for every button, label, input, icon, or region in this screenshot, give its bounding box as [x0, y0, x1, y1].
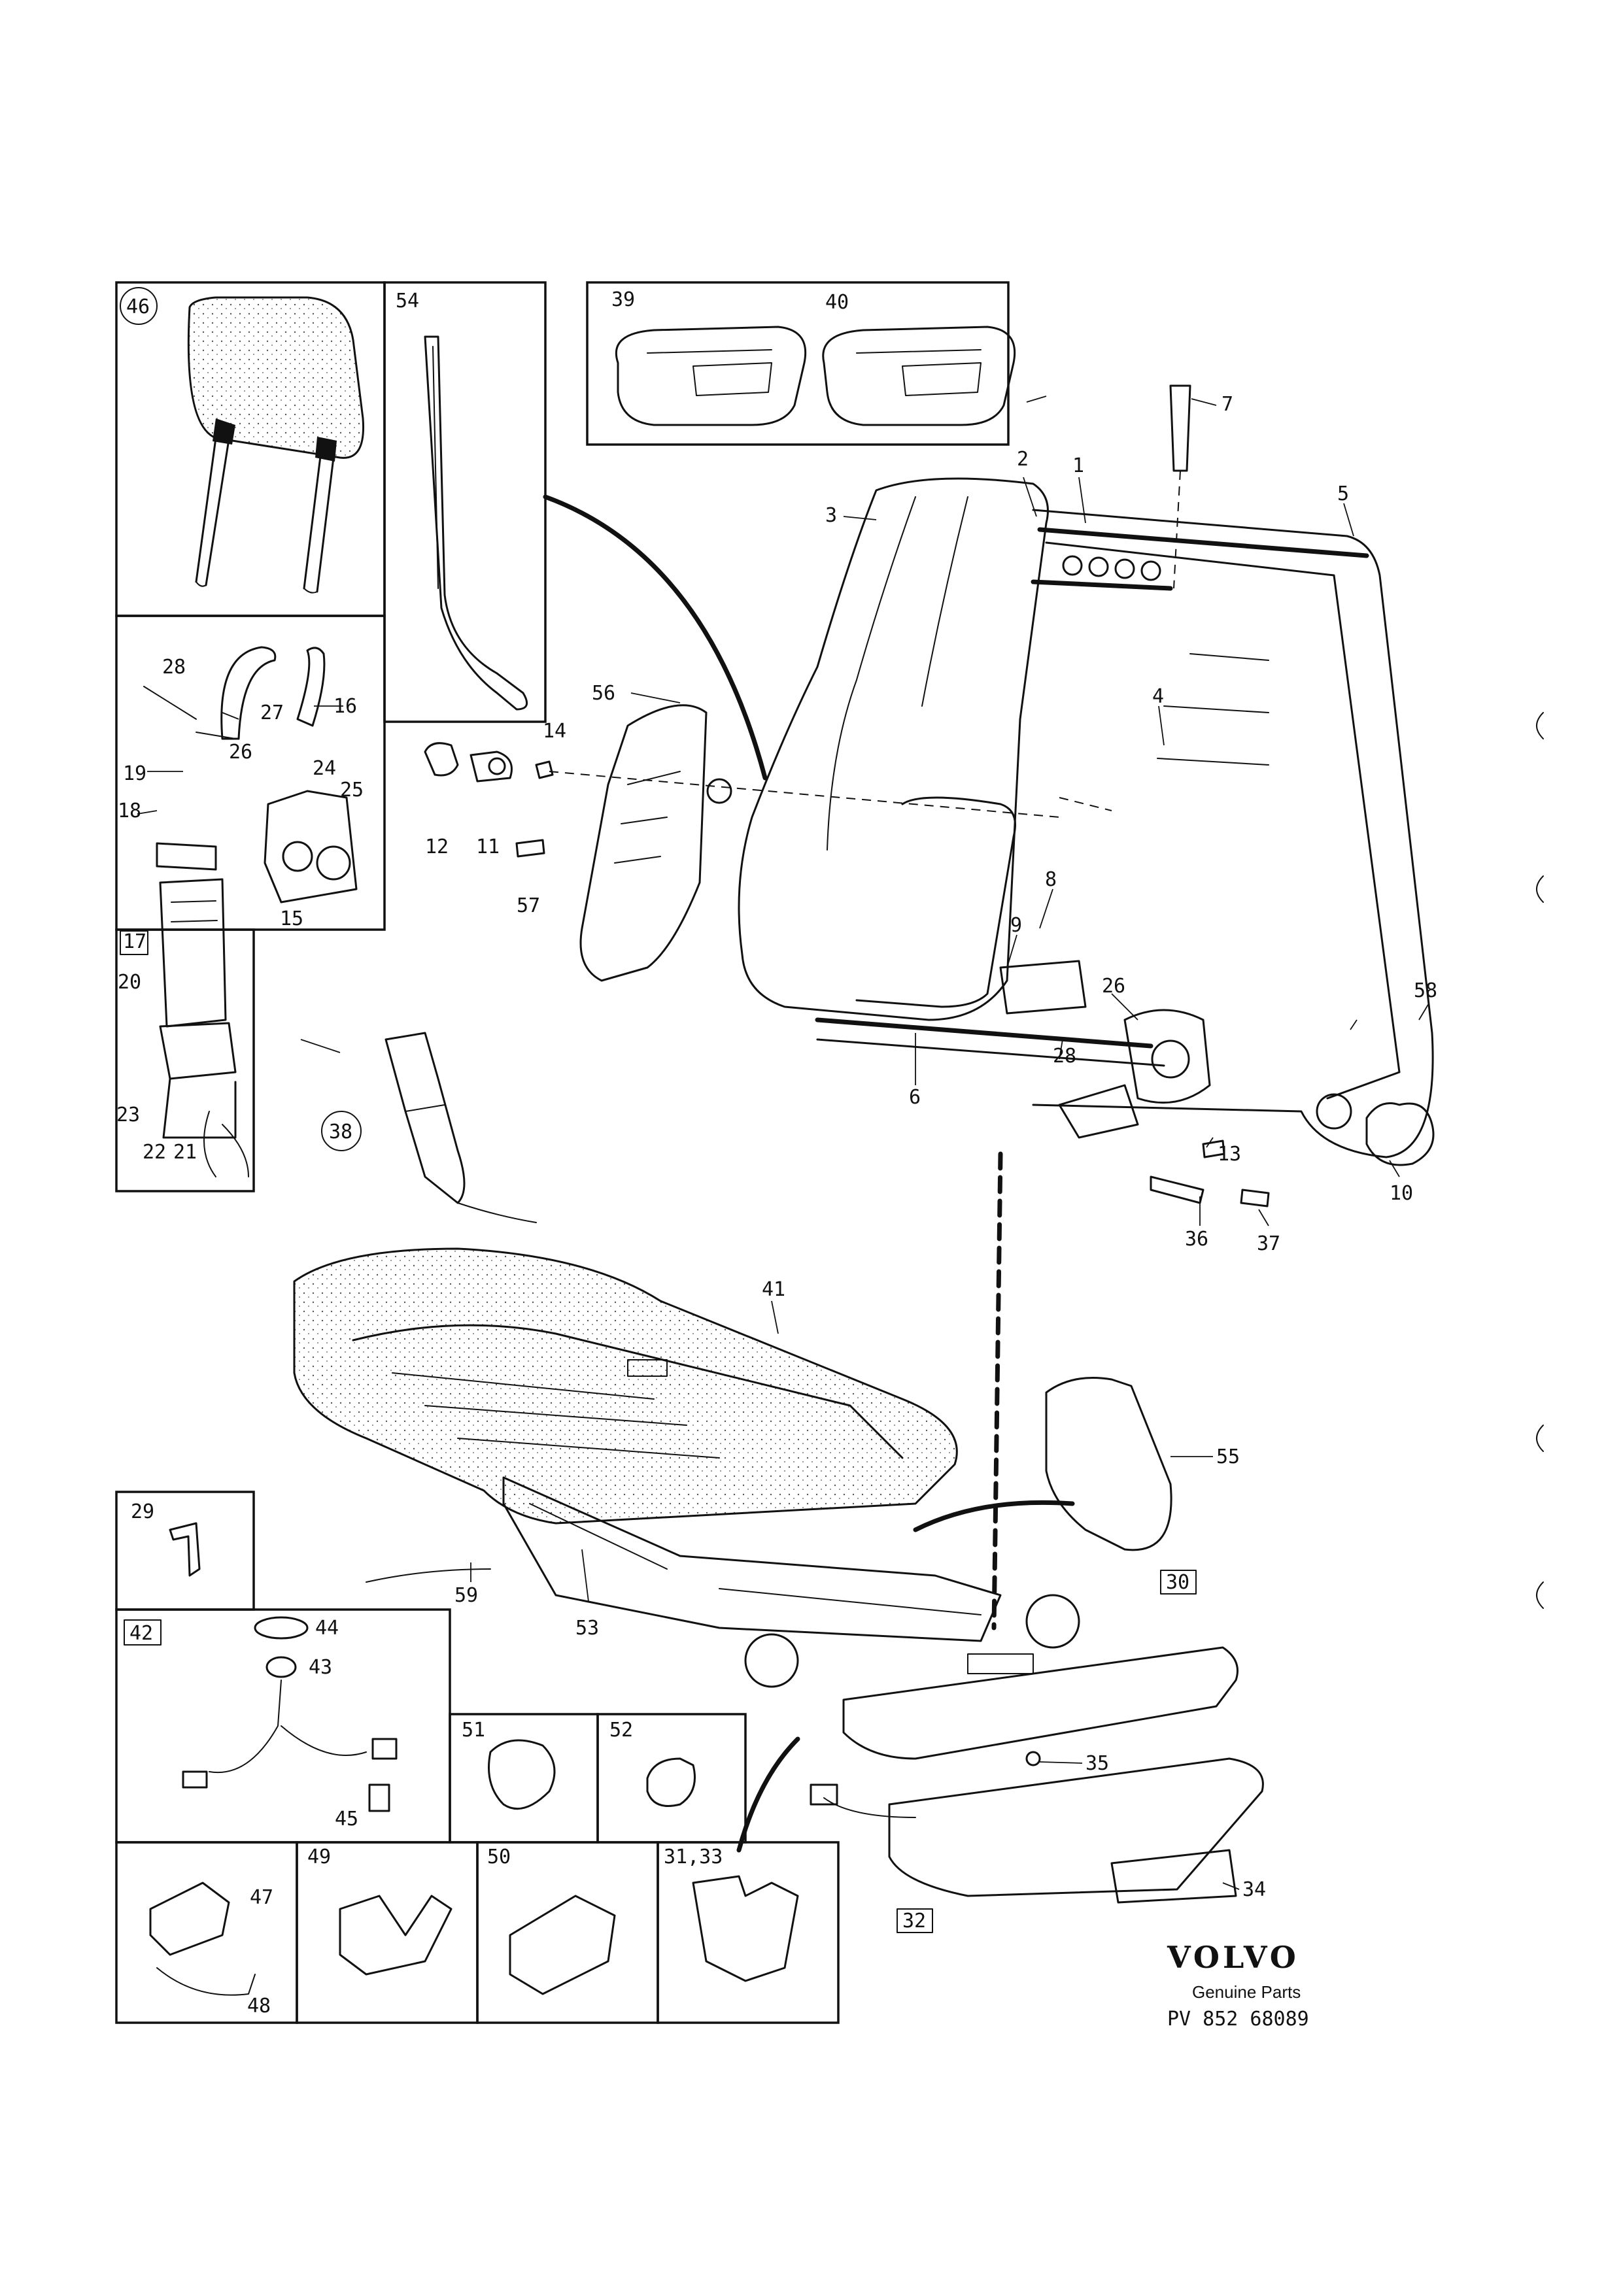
seat-cushion — [293, 1247, 1172, 1688]
label-7: 7 — [1222, 393, 1233, 416]
label-53: 53 — [575, 1617, 599, 1640]
label-3: 3 — [825, 504, 837, 527]
headrest-box — [115, 281, 386, 617]
trim-strip-box — [383, 281, 768, 781]
label-6: 6 — [909, 1086, 921, 1109]
label-23: 23 — [116, 1104, 140, 1126]
label-38: 38 — [329, 1121, 352, 1143]
label-58: 58 — [1414, 979, 1437, 1002]
label-34: 34 — [1242, 1878, 1266, 1901]
label-29: 29 — [131, 1500, 154, 1523]
label-27: 27 — [260, 701, 284, 724]
label-25: 25 — [340, 779, 364, 802]
label-40: 40 — [825, 291, 849, 314]
label-56: 56 — [592, 682, 615, 705]
label-55: 55 — [1216, 1445, 1240, 1468]
label-49: 49 — [307, 1846, 331, 1868]
brand-subtitle: Genuine Parts — [1192, 1982, 1301, 2002]
label-5: 5 — [1337, 482, 1349, 505]
label-26a: 26 — [229, 741, 252, 764]
part-labels: 1 2 3 4 5 6 7 8 9 10 11 12 13 14 15 16 1… — [116, 287, 1437, 2017]
label-50: 50 — [487, 1846, 511, 1868]
label-31-33: 31,33 — [664, 1846, 723, 1868]
motor-box — [115, 615, 386, 1192]
label-36: 36 — [1185, 1228, 1208, 1251]
label-57: 57 — [517, 894, 540, 917]
label-41: 41 — [762, 1278, 785, 1301]
seat-back — [549, 384, 1435, 1630]
label-17: 17 — [123, 930, 146, 953]
label-11: 11 — [476, 836, 500, 858]
cushion-box — [586, 281, 1016, 446]
label-45: 45 — [335, 1808, 358, 1831]
label-10: 10 — [1390, 1182, 1413, 1205]
label-37: 37 — [1257, 1232, 1280, 1255]
label-48: 48 — [247, 1995, 271, 2017]
label-59: 59 — [454, 1584, 478, 1607]
label-51: 51 — [462, 1719, 485, 1742]
side-trim — [736, 1646, 1264, 1904]
leader-lines — [137, 396, 1429, 1890]
label-21: 21 — [173, 1141, 197, 1164]
label-43: 43 — [309, 1656, 332, 1679]
label-52: 52 — [609, 1719, 633, 1742]
label-12: 12 — [425, 836, 449, 858]
hardware-11-14 — [424, 742, 1270, 1207]
label-39: 39 — [611, 288, 635, 311]
label-14: 14 — [543, 720, 566, 743]
margin-marks — [1536, 712, 1544, 1609]
brand-name: VOLVO — [1167, 1940, 1299, 1975]
label-44: 44 — [315, 1617, 339, 1640]
label-42: 42 — [129, 1622, 153, 1645]
label-28b: 28 — [1053, 1045, 1076, 1068]
brand-code: PV 852 68089 — [1167, 2008, 1309, 2031]
label-20: 20 — [118, 971, 141, 994]
label-32: 32 — [902, 1910, 926, 1933]
label-16: 16 — [333, 695, 357, 718]
label-47: 47 — [250, 1886, 273, 1909]
label-8: 8 — [1045, 868, 1057, 891]
label-28a: 28 — [162, 656, 186, 679]
label-24: 24 — [313, 757, 336, 780]
label-9: 9 — [1010, 914, 1022, 937]
label-22: 22 — [143, 1141, 166, 1164]
label-46: 46 — [126, 295, 150, 318]
label-35: 35 — [1085, 1752, 1109, 1775]
label-15: 15 — [280, 907, 303, 930]
label-26b: 26 — [1102, 975, 1125, 998]
label-30: 30 — [1166, 1571, 1189, 1594]
label-2: 2 — [1017, 448, 1029, 471]
label-4: 4 — [1152, 685, 1164, 708]
buckle-group — [384, 1032, 537, 1223]
small-parts-boxes — [115, 1491, 840, 2024]
brand-block: VOLVO Genuine Parts PV 852 68089 — [1167, 1940, 1309, 2031]
label-19: 19 — [123, 762, 146, 785]
label-13: 13 — [1218, 1143, 1241, 1166]
label-54: 54 — [396, 290, 419, 312]
label-1: 1 — [1072, 454, 1084, 477]
label-18: 18 — [118, 800, 141, 822]
